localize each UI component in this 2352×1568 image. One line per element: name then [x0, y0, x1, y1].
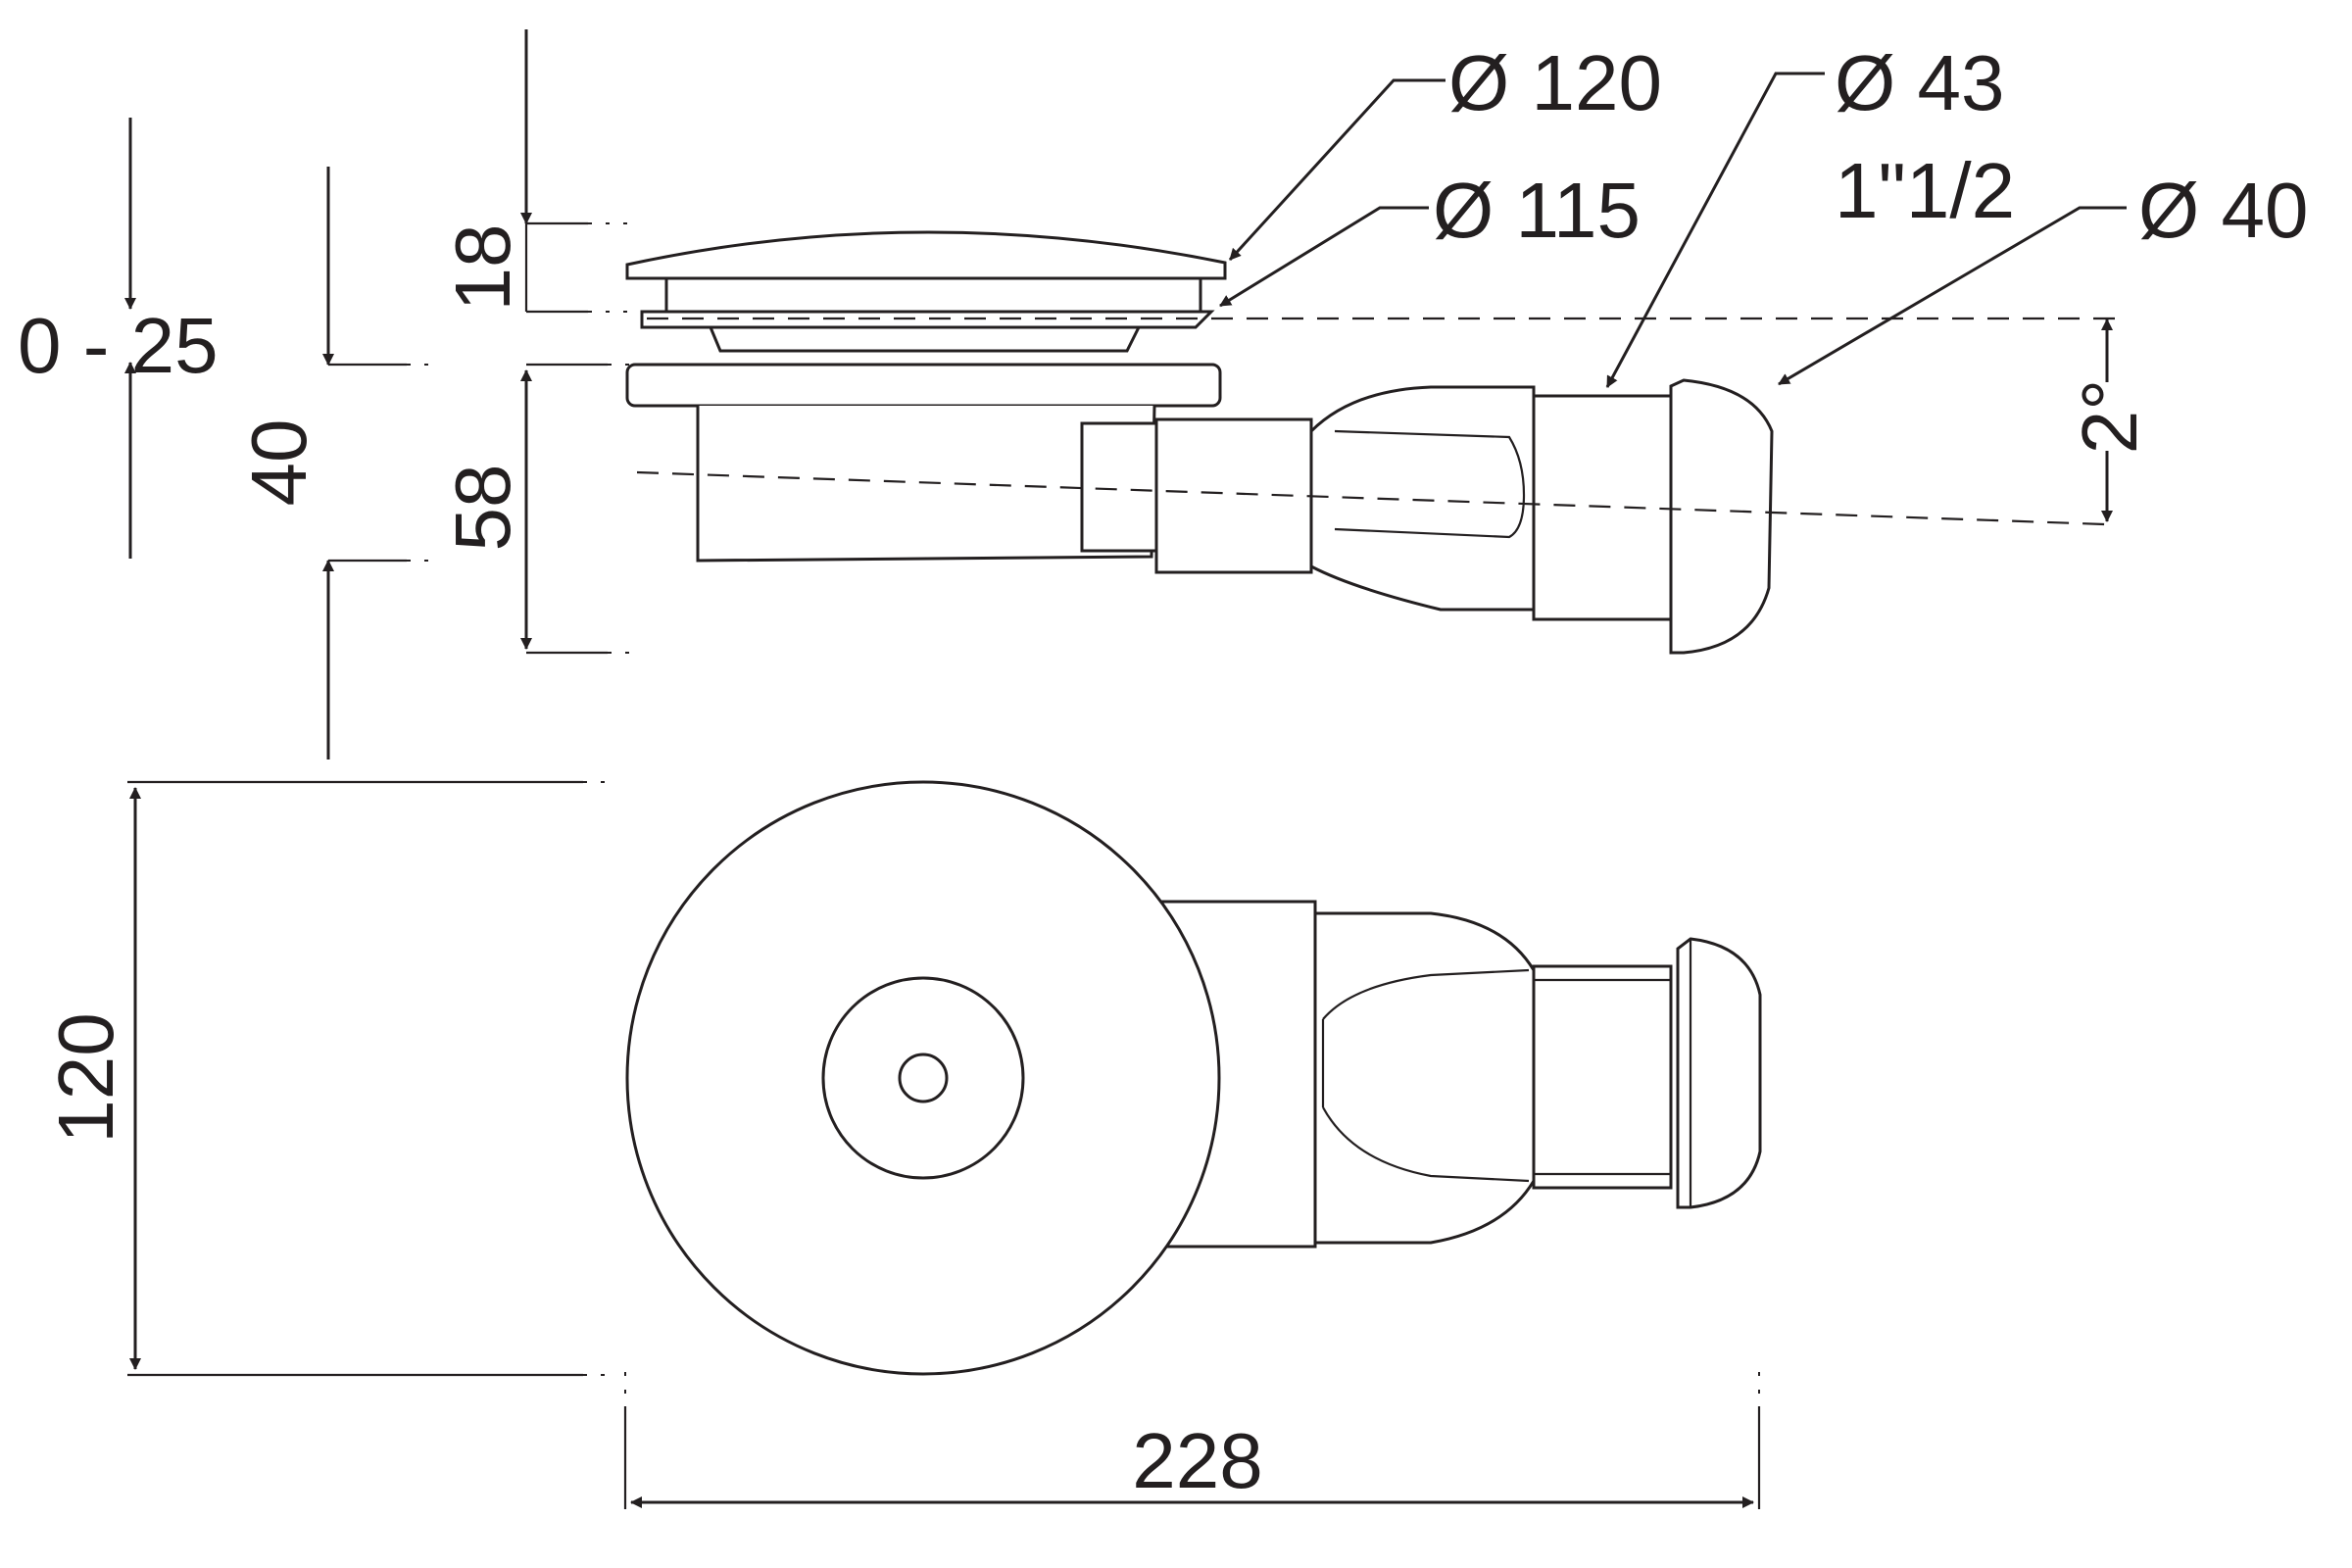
side-view [625, 230, 2117, 655]
top-hose-inner [1321, 968, 1530, 1183]
label-thread: 1"1/2 [1835, 147, 2015, 234]
label-diameter-40: Ø 40 [2138, 167, 2308, 254]
body-ring [625, 363, 1222, 408]
grate-stem [708, 325, 1142, 353]
outlet-cap [1669, 378, 1774, 655]
label-height-40: 40 [235, 419, 322, 507]
dimension-lines [124, 29, 2113, 1509]
hose-inner [1334, 429, 1526, 539]
center-hole [898, 1053, 949, 1103]
outlet-pipe [1532, 394, 1673, 621]
top-view [625, 780, 1762, 1376]
top-outlet-cap [1676, 937, 1762, 1209]
label-height-58: 58 [439, 465, 526, 552]
label-diameter-115: Ø 115 [1433, 167, 1641, 254]
connector [1080, 421, 1158, 553]
top-outlet-pipe [1532, 964, 1673, 1190]
label-width-120: 120 [42, 1012, 129, 1143]
label-diameter-120: Ø 120 [1448, 39, 1662, 126]
label-range-0-25: 0 - 25 [18, 302, 219, 389]
top-hose [1313, 911, 1536, 1245]
grate-cap [625, 230, 1227, 280]
grate-collar [664, 276, 1202, 314]
labels: Ø 120 Ø 115 Ø 43 1"1/2 Ø 40 0 - 25 40 18… [18, 39, 2308, 1504]
label-height-18: 18 [439, 224, 526, 312]
label-angle: 2° [2066, 379, 2153, 454]
leader-lines [1219, 72, 2127, 388]
label-diameter-43: Ø 43 [1835, 39, 2004, 126]
label-length-228: 228 [1132, 1417, 1262, 1504]
